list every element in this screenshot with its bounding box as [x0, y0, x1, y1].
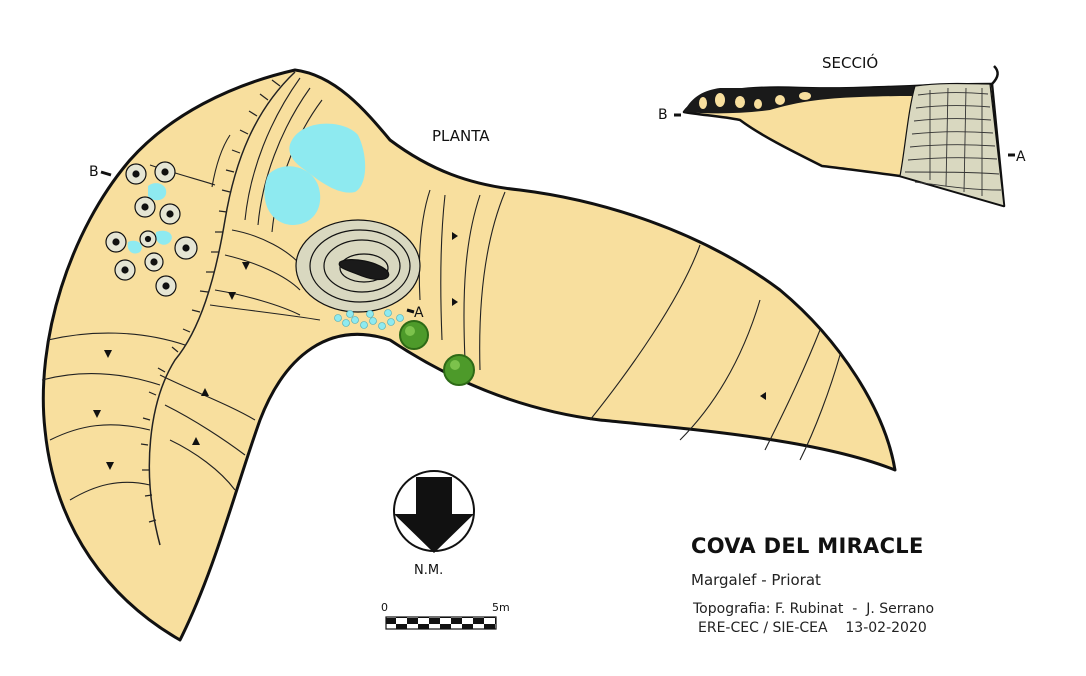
flowstone-mound — [295, 219, 421, 313]
rimstone-dots — [334, 309, 404, 330]
marker-a-plan — [406, 308, 415, 314]
scale-end: 5m — [492, 601, 510, 614]
credits-group-date: ERE-CEC / SIE-CEA 13-02-2020 — [698, 620, 927, 636]
label-b-plan: B — [89, 164, 99, 180]
ceiling-gaps — [699, 92, 811, 109]
label-b-section: B — [658, 107, 668, 123]
section-title: SECCIÓ — [822, 53, 878, 72]
cave-plan-outline — [41, 68, 897, 642]
label-a-section: A — [1016, 149, 1026, 165]
scale-bar: 0 5m — [381, 601, 510, 630]
ledge-line-left — [148, 71, 296, 546]
section-surface-line — [991, 65, 999, 85]
map-title: COVA DEL MIRACLE — [691, 534, 924, 558]
scale-start: 0 — [381, 601, 388, 614]
marker-b-plan — [100, 170, 112, 177]
flowstone-texture — [904, 87, 1002, 196]
ledge-ticks — [140, 79, 281, 523]
plan-title: PLANTA — [432, 127, 490, 145]
slope-arrow-icon — [93, 232, 766, 470]
pool-icon — [127, 123, 366, 254]
north-arrow-icon: N.M. — [393, 470, 475, 578]
flowstone-rosette-icon — [105, 161, 198, 297]
credits-topography: Topografia: F. Rubinat - J. Serrano — [693, 601, 935, 617]
section-view: SECCIÓ B A — [658, 53, 1026, 208]
plan-view: B A PLANTA — [41, 68, 897, 642]
label-a-plan: A — [414, 305, 424, 321]
bush-icon — [399, 320, 475, 386]
location: Margalef - Priorat — [691, 571, 821, 589]
north-label: N.M. — [414, 563, 443, 578]
